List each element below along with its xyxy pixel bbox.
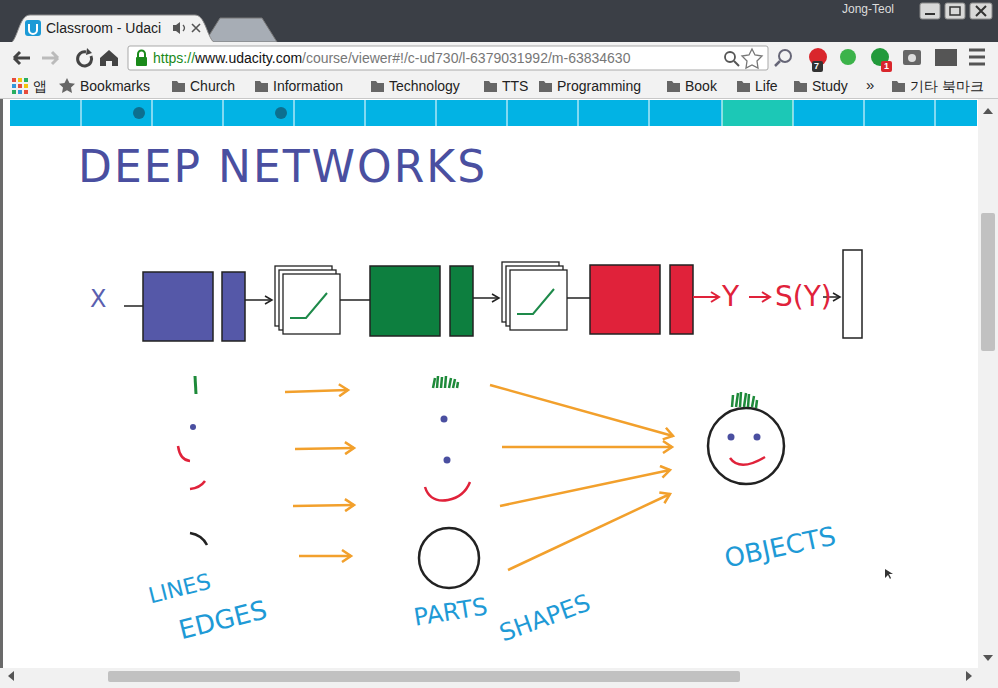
- input-label: X: [90, 286, 106, 314]
- layer-caption: EDGES: [176, 595, 270, 646]
- url-host: www.udacity.com: [195, 50, 302, 66]
- bookmark-folder: 기타 북마크: [910, 78, 984, 94]
- bookmark-folder: Information: [273, 78, 343, 94]
- bookmark-folder: Technology: [389, 78, 460, 94]
- layer-caption: OBJECTS: [722, 522, 839, 575]
- bookmark-apps: 앱: [33, 78, 47, 94]
- user-name: Jong-Teol: [842, 3, 894, 17]
- bookmark-folder: Church: [190, 78, 235, 94]
- bookmark-folder: Programming: [557, 78, 641, 94]
- tab-title: Classroom - Udaci: [46, 20, 161, 36]
- bookmark-folder: Book: [685, 78, 717, 94]
- output-label: Y: [722, 281, 739, 313]
- bookmark-folder: Life: [755, 78, 778, 94]
- url-scheme: https://: [153, 50, 195, 66]
- diagram-title: DEEP NETWORKS: [78, 142, 487, 193]
- badge-count: 1: [884, 61, 889, 71]
- bookmark-folder: TTS: [502, 78, 528, 94]
- bookmark-item: Bookmarks: [80, 78, 150, 94]
- url-path: /course/viewer#!/c-ud730/l-6379031992/m-…: [302, 50, 630, 66]
- badge-count: 7: [814, 61, 819, 71]
- layer-caption: SHAPES: [496, 590, 594, 648]
- layer-caption: LINES: [146, 569, 213, 609]
- bookmark-overflow: »: [866, 76, 874, 93]
- softmax-label: S(Y): [775, 281, 832, 313]
- bookmark-folder: Study: [812, 78, 848, 94]
- layer-caption: PARTS: [412, 593, 490, 632]
